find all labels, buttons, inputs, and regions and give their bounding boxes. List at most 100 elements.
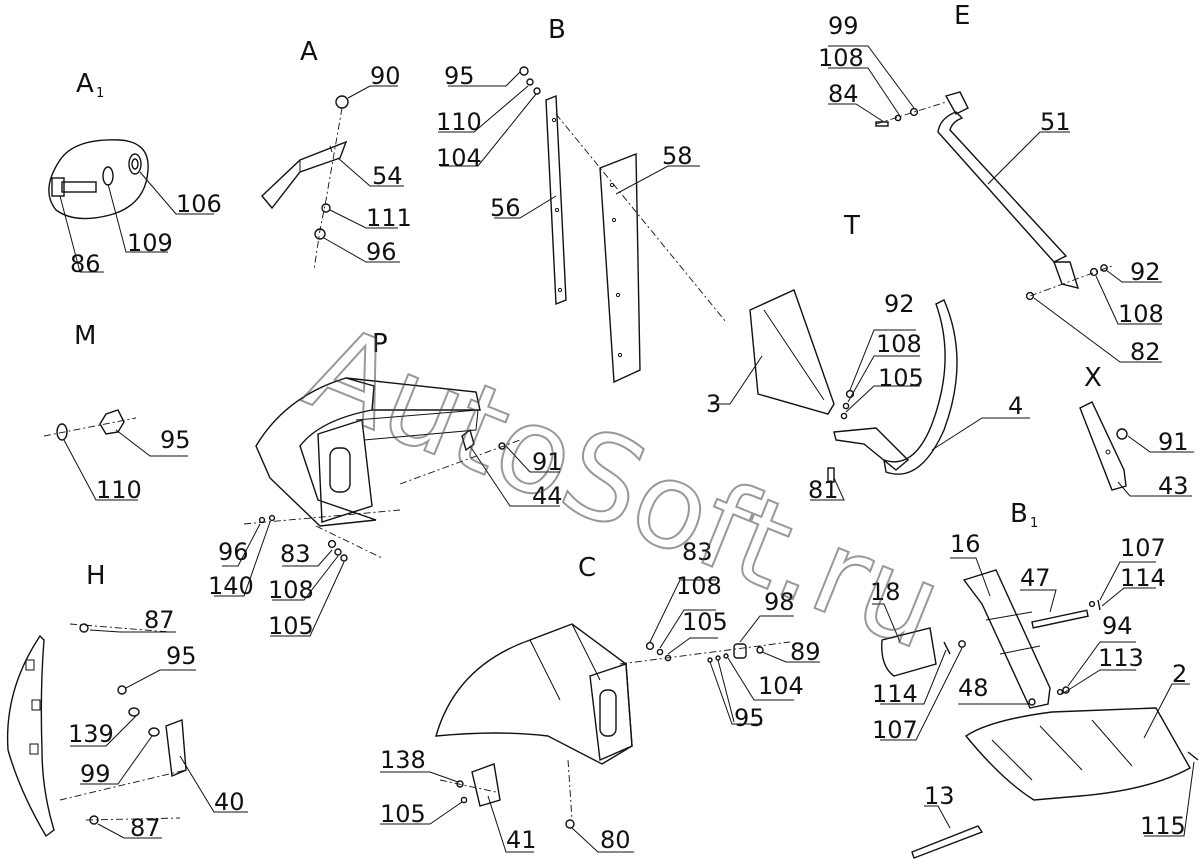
bolt-89-shape bbox=[756, 646, 764, 654]
rod-13-shape bbox=[911, 825, 984, 859]
axis-m bbox=[43, 417, 137, 437]
part-label-105d: 105 bbox=[380, 800, 426, 828]
leader-92b bbox=[849, 329, 916, 391]
leader-87a bbox=[89, 629, 176, 633]
axis-c bbox=[439, 641, 791, 821]
part-label-109: 109 bbox=[127, 229, 173, 257]
part-label-95b: 95 bbox=[160, 426, 191, 454]
bracket-40-shape bbox=[165, 719, 187, 778]
part-label-81: 81 bbox=[808, 476, 839, 504]
leader-83a bbox=[282, 549, 333, 567]
plate-58-shape bbox=[599, 152, 641, 384]
part-label-96b: 96 bbox=[218, 538, 249, 566]
leader-96a bbox=[323, 237, 400, 263]
part-label-110a: 110 bbox=[436, 108, 482, 136]
shield-h-slot bbox=[31, 699, 41, 711]
part-label-114a: 114 bbox=[1120, 564, 1166, 592]
leader-92a bbox=[1105, 269, 1162, 283]
part-label-56: 56 bbox=[490, 194, 521, 222]
part-label-47: 47 bbox=[1020, 564, 1051, 592]
part-label-96a: 96 bbox=[366, 238, 397, 266]
nut-83a-shape bbox=[327, 539, 337, 549]
pin-47-shape bbox=[1031, 609, 1089, 629]
rod-51-lower-bracket bbox=[1053, 261, 1080, 289]
part-label-108b: 108 bbox=[1118, 300, 1164, 328]
bolt-90-shape bbox=[335, 95, 349, 109]
washer-106-hole bbox=[131, 158, 139, 170]
part-label-92b: 92 bbox=[884, 290, 915, 318]
plate-58-hole bbox=[615, 292, 621, 298]
nut-96b-shape bbox=[258, 516, 266, 524]
cover-3-shape bbox=[749, 289, 835, 415]
strip-56-shape bbox=[545, 94, 567, 306]
bracket-54-detail bbox=[299, 145, 333, 172]
plate-58-hole bbox=[617, 352, 623, 358]
washer-108b-shape bbox=[1089, 267, 1099, 277]
section-x: X 91 43 bbox=[1079, 363, 1194, 500]
section-label-p: P bbox=[372, 329, 388, 359]
section-label-b: B bbox=[548, 15, 566, 45]
leader-13 bbox=[924, 805, 951, 829]
section-label-c: C bbox=[578, 553, 596, 583]
part-label-83a: 83 bbox=[280, 540, 311, 568]
pin-115-shape bbox=[1187, 751, 1199, 761]
section-c: C 83 108 105 98 89 104 95 bbox=[380, 538, 821, 854]
leader-18 bbox=[872, 603, 901, 643]
washer-104b-shape bbox=[723, 653, 729, 659]
frame-16-shape bbox=[962, 569, 1051, 709]
part-label-138: 138 bbox=[380, 746, 426, 774]
section-b: B 95 110 104 56 58 bbox=[436, 15, 727, 384]
housing-front-plate bbox=[317, 419, 373, 523]
shovel-2-ribs bbox=[991, 719, 1133, 781]
housing-c-edges bbox=[529, 623, 601, 701]
nut-95c-shape bbox=[117, 685, 127, 695]
part-label-108d: 108 bbox=[268, 576, 314, 604]
leader-108c bbox=[847, 355, 920, 403]
part-label-58: 58 bbox=[662, 142, 693, 170]
strip-56-hole bbox=[551, 117, 557, 123]
section-sub-b1: 1 bbox=[1030, 516, 1038, 531]
nut-92a-shape bbox=[1100, 264, 1108, 272]
leader-108a bbox=[828, 67, 901, 117]
section-sub-a1: 1 bbox=[96, 86, 104, 101]
washer-139-shape bbox=[128, 707, 140, 717]
leader-115 bbox=[1144, 761, 1195, 837]
washer-104-shape bbox=[533, 87, 541, 95]
leader-105a bbox=[845, 385, 920, 413]
part-label-91b: 91 bbox=[1158, 428, 1189, 456]
leader-105c bbox=[667, 637, 718, 655]
part-label-105c: 105 bbox=[682, 608, 728, 636]
part-label-48: 48 bbox=[958, 674, 989, 702]
washer-108d-shape bbox=[334, 548, 342, 556]
part-label-86: 86 bbox=[70, 250, 101, 278]
leader-110a bbox=[438, 85, 529, 133]
leader-95c bbox=[125, 669, 196, 689]
part-label-16: 16 bbox=[950, 530, 981, 558]
washer-105a-shape bbox=[840, 412, 848, 420]
leader-84 bbox=[828, 103, 885, 123]
leader-58 bbox=[615, 165, 700, 195]
leader-113 bbox=[1061, 669, 1136, 695]
leader-108b bbox=[1095, 275, 1162, 325]
washer-140-shape bbox=[268, 514, 276, 522]
frame-16-rungs bbox=[985, 611, 1041, 655]
part-label-90: 90 bbox=[370, 62, 401, 90]
leader-104a bbox=[440, 93, 537, 167]
leader-95a bbox=[448, 71, 521, 87]
leader-105d bbox=[380, 801, 463, 825]
strip-56-hole bbox=[557, 287, 563, 293]
bolt-86-shape bbox=[51, 177, 97, 197]
washer-111-shape bbox=[321, 203, 331, 213]
plate-18-shape bbox=[881, 627, 937, 677]
part-label-41: 41 bbox=[506, 826, 537, 854]
section-m: M 95 110 bbox=[43, 321, 191, 504]
part-label-99b: 99 bbox=[80, 760, 111, 788]
washer-110b-shape bbox=[56, 423, 68, 441]
washer-106-shape bbox=[128, 153, 142, 175]
strip-56-hole bbox=[554, 207, 560, 213]
section-label-h: H bbox=[86, 561, 106, 591]
part-label-95a: 95 bbox=[444, 62, 475, 90]
leader-91a bbox=[505, 445, 560, 473]
leader-2 bbox=[1143, 683, 1190, 739]
